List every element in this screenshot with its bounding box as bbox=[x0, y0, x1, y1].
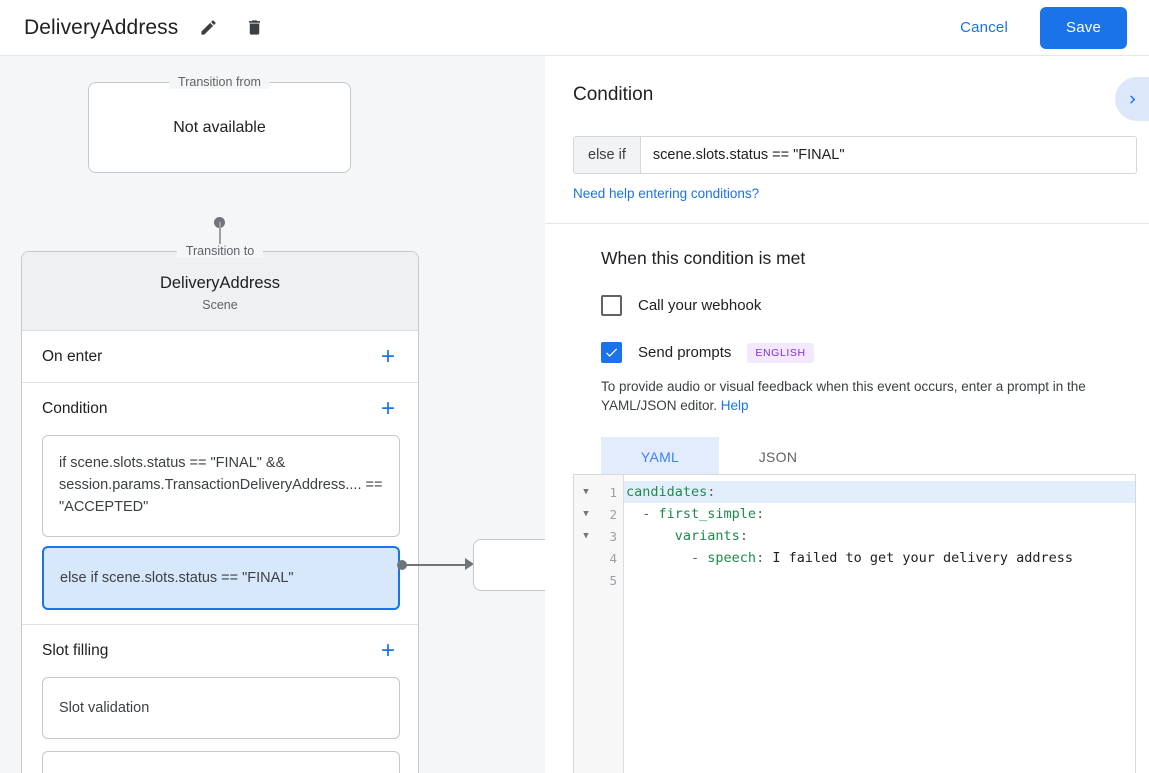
editor-line-gutter: ▼3 bbox=[574, 525, 623, 547]
when-condition-met-section: When this condition is met Call your web… bbox=[545, 224, 1149, 477]
panel-divider bbox=[545, 223, 1149, 224]
target-stub-node[interactable] bbox=[473, 539, 545, 591]
top-app-bar: DeliveryAddress Cancel Save bbox=[0, 0, 1149, 56]
fold-triangle-icon[interactable]: ▼ bbox=[583, 531, 589, 541]
when-condition-met-inner: When this condition is met Call your web… bbox=[573, 224, 1121, 477]
send-prompts-checkbox-row[interactable]: Send prompts ENGLISH bbox=[601, 342, 1093, 363]
edge-line-horizontal bbox=[405, 564, 471, 566]
collapse-panel-button[interactable] bbox=[1115, 77, 1149, 121]
page-title: DeliveryAddress bbox=[24, 15, 179, 39]
delete-trash-button[interactable] bbox=[238, 12, 270, 44]
edit-pencil-button[interactable] bbox=[192, 12, 224, 44]
scene-type: Scene bbox=[202, 298, 238, 312]
transition-to-node: Transition to DeliveryAddress Scene On e… bbox=[21, 244, 419, 773]
code-token: : bbox=[756, 506, 765, 522]
call-webhook-checkbox[interactable] bbox=[601, 295, 622, 316]
condition-heading: Condition bbox=[573, 84, 654, 105]
slot-filling-item[interactable]: Slot validation bbox=[42, 677, 400, 739]
edge-source-dot-condition bbox=[397, 560, 407, 570]
section-label-slot-filling: Slot filling bbox=[42, 642, 109, 659]
flow-canvas[interactable]: Transition from Not available Transition… bbox=[0, 56, 545, 773]
checkmark-icon bbox=[606, 348, 618, 357]
code-token: first_simple bbox=[658, 506, 757, 522]
trash-icon bbox=[248, 20, 260, 35]
section-body-condition: if scene.slots.status == "FINAL" && sess… bbox=[22, 435, 418, 625]
section-header-slot-filling: Slot filling + bbox=[22, 625, 418, 677]
prompt-hint-body: To provide audio or visual feedback when… bbox=[601, 379, 1086, 413]
section-header-on-enter: On enter + bbox=[22, 331, 418, 383]
editor-code-line bbox=[624, 569, 1135, 591]
condition-help-link[interactable]: Need help entering conditions? bbox=[573, 186, 760, 201]
add-on-enter-button[interactable]: + bbox=[380, 342, 395, 370]
code-token: : bbox=[756, 550, 773, 566]
fold-triangle-icon[interactable]: ▼ bbox=[583, 487, 589, 497]
code-token: variants bbox=[674, 528, 740, 544]
editor-line-number: 5 bbox=[609, 572, 617, 588]
editor-code-line: - speech: I failed to get your delivery … bbox=[624, 547, 1135, 569]
editor-code-line: variants: bbox=[624, 525, 1135, 547]
condition-section: Condition else if Need help entering con… bbox=[545, 56, 1149, 203]
editor-format-tabs: YAML JSON bbox=[601, 437, 1093, 477]
code-token: I failed to get your delivery address bbox=[772, 550, 1074, 566]
chevron-right-icon bbox=[1129, 95, 1135, 103]
call-webhook-label: Call your webhook bbox=[638, 297, 762, 314]
code-token: : bbox=[707, 484, 716, 500]
editor-line-gutter: 5 bbox=[574, 569, 623, 591]
editor-code-area[interactable]: candidates: - first_simple: variants: - … bbox=[624, 475, 1135, 773]
flow-canvas-inner: Transition from Not available Transition… bbox=[0, 56, 545, 773]
fold-triangle-icon[interactable]: ▼ bbox=[583, 509, 589, 519]
section-label-condition: Condition bbox=[42, 400, 108, 417]
prompt-help-link[interactable]: Help bbox=[720, 398, 749, 413]
tab-json[interactable]: JSON bbox=[758, 449, 798, 465]
editor-line-number: 4 bbox=[609, 550, 617, 566]
send-prompts-checkbox[interactable] bbox=[601, 342, 622, 363]
editor-line-gutter: ▼2 bbox=[574, 503, 623, 525]
scene-name: DeliveryAddress bbox=[159, 274, 281, 292]
transition-from-node[interactable]: Transition from Not available bbox=[88, 75, 351, 173]
editor-line-number: 2 bbox=[609, 506, 617, 522]
code-token bbox=[626, 528, 675, 544]
editor-line-gutter: 4 bbox=[574, 547, 623, 569]
code-token: : bbox=[739, 528, 748, 544]
send-prompts-label: Send prompts bbox=[638, 344, 732, 361]
editor-line-number: 1 bbox=[609, 484, 617, 500]
pencil-icon bbox=[201, 20, 216, 35]
add-slot-filling-button[interactable]: + bbox=[380, 637, 395, 664]
code-token: candidates bbox=[626, 484, 708, 500]
code-token: - bbox=[626, 506, 659, 522]
condition-input-group: else if bbox=[573, 136, 1137, 174]
transition-from-legend: Transition from bbox=[169, 75, 270, 89]
editor-line-gutter: ▼1 bbox=[574, 481, 623, 503]
condition-item[interactable]: if scene.slots.status == "FINAL" && sess… bbox=[42, 435, 400, 537]
edge-arrowhead-right bbox=[465, 558, 474, 570]
webhook-checkbox-row[interactable]: Call your webhook bbox=[601, 295, 1093, 316]
condition-expression-input[interactable] bbox=[640, 137, 1136, 173]
section-label-on-enter: On enter bbox=[42, 347, 103, 365]
editor-code-line: - first_simple: bbox=[624, 503, 1135, 525]
when-condition-met-heading: When this condition is met bbox=[601, 248, 806, 268]
add-condition-button[interactable]: + bbox=[380, 395, 395, 422]
condition-item-selected[interactable]: else if scene.slots.status == "FINAL" bbox=[42, 546, 400, 610]
prompt-hint-text: To provide audio or visual feedback when… bbox=[601, 377, 1093, 415]
tab-yaml[interactable]: YAML bbox=[601, 437, 719, 477]
save-button[interactable]: Save bbox=[1040, 6, 1127, 49]
condition-prefix-label: else if bbox=[574, 137, 641, 173]
code-token: speech bbox=[707, 550, 757, 566]
section-body-slot-filling: Slot validation TransactionDeliveryAddre… bbox=[22, 677, 418, 773]
editor-code-line: candidates: bbox=[624, 481, 1135, 503]
transition-from-value: Not available bbox=[173, 118, 266, 136]
transition-to-legend: Transition to bbox=[176, 244, 264, 258]
cancel-button[interactable]: Cancel bbox=[944, 11, 1024, 44]
section-header-condition: Condition + bbox=[22, 383, 418, 435]
language-badge: ENGLISH bbox=[747, 342, 814, 363]
slot-filling-item[interactable]: TransactionDeliveryAddress bbox=[42, 751, 400, 773]
editor-line-number: 3 bbox=[609, 528, 617, 544]
code-token: - bbox=[626, 550, 708, 566]
scene-card-header[interactable]: DeliveryAddress Scene bbox=[22, 252, 418, 331]
